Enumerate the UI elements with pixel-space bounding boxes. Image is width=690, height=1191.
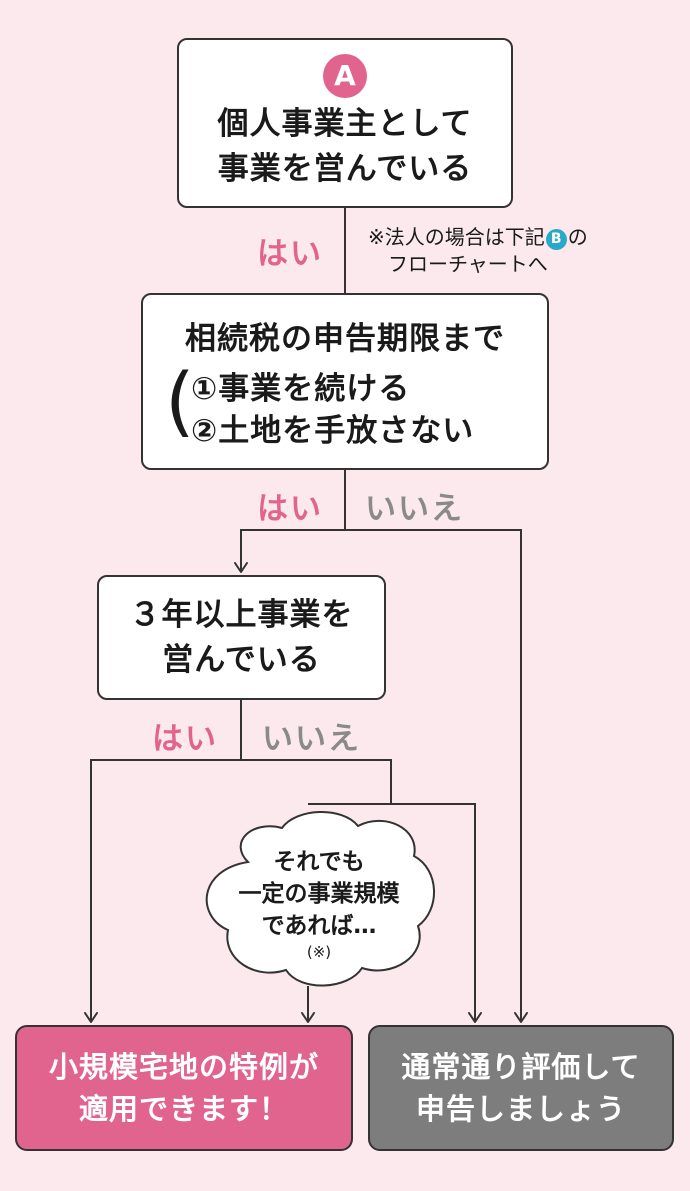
- result-no-line2: 申告しましょう: [415, 1092, 626, 1126]
- note-line2: フローチャートへ: [388, 252, 548, 276]
- label-yes-3: はい: [152, 721, 218, 757]
- result-no-line1: 通常通り評価して: [401, 1050, 641, 1084]
- arrowhead: [468, 1012, 482, 1023]
- cloud-line1: それでも: [273, 849, 365, 875]
- box-filing-deadline: 相続税の申告期限まで ( ①事業を続ける ②土地を手放さない: [141, 293, 549, 470]
- result-yes-line2: 適用できます！: [78, 1092, 289, 1126]
- label-yes-1: はい: [257, 236, 323, 272]
- connector-b-yes: [240, 470, 346, 572]
- box-b-item1: ①事業を続ける: [191, 371, 411, 407]
- box-c-line2: 営んでいる: [162, 641, 321, 678]
- connector-c-no-branch: [308, 803, 476, 1022]
- badge-b: B: [545, 228, 567, 250]
- box-a-line1: 個人事業主として: [217, 106, 473, 142]
- cloud-note: (※): [306, 943, 332, 961]
- label-no-2: いいえ: [365, 491, 464, 527]
- note-line1-post: の: [567, 225, 588, 249]
- arrowhead: [514, 1012, 528, 1023]
- result-yes-line1: 小規模宅地の特例が: [48, 1050, 319, 1084]
- box-b-paren: (: [165, 356, 195, 445]
- cloud-shape: [205, 811, 435, 987]
- label-no-3: いいえ: [262, 721, 361, 757]
- note-line1-pre: ※法人の場合は下記: [368, 225, 545, 249]
- arrowhead: [234, 562, 248, 573]
- cloud-line3: であれば…: [261, 913, 377, 939]
- result-normal-valuation: 通常通り評価して 申告しましょう: [368, 1025, 674, 1151]
- label-yes-2: はい: [257, 491, 323, 527]
- box-a-line2: 事業を営んでいる: [217, 151, 473, 187]
- box-sole-proprietor: A 個人事業主として 事業を営んでいる: [177, 38, 513, 208]
- badge-a: A: [323, 54, 367, 98]
- connector-b-no: [345, 529, 522, 1022]
- connector-c-no: [241, 759, 392, 804]
- arrowhead: [84, 1012, 98, 1023]
- result-special-exemption: 小規模宅地の特例が 適用できます！: [15, 1025, 353, 1151]
- connector-c-yes: [90, 700, 242, 1022]
- arrowhead: [301, 1012, 315, 1023]
- cloud-condition: それでも 一定の事業規模 であれば… (※): [203, 846, 435, 962]
- box-c-line1: ３年以上事業を: [129, 596, 354, 633]
- cloud-line2: 一定の事業規模: [238, 881, 400, 907]
- box-b-item2: ②土地を手放さない: [191, 413, 475, 449]
- box-b-line1: 相続税の申告期限まで: [185, 321, 505, 357]
- box-three-years: ３年以上事業を 営んでいる: [97, 575, 386, 700]
